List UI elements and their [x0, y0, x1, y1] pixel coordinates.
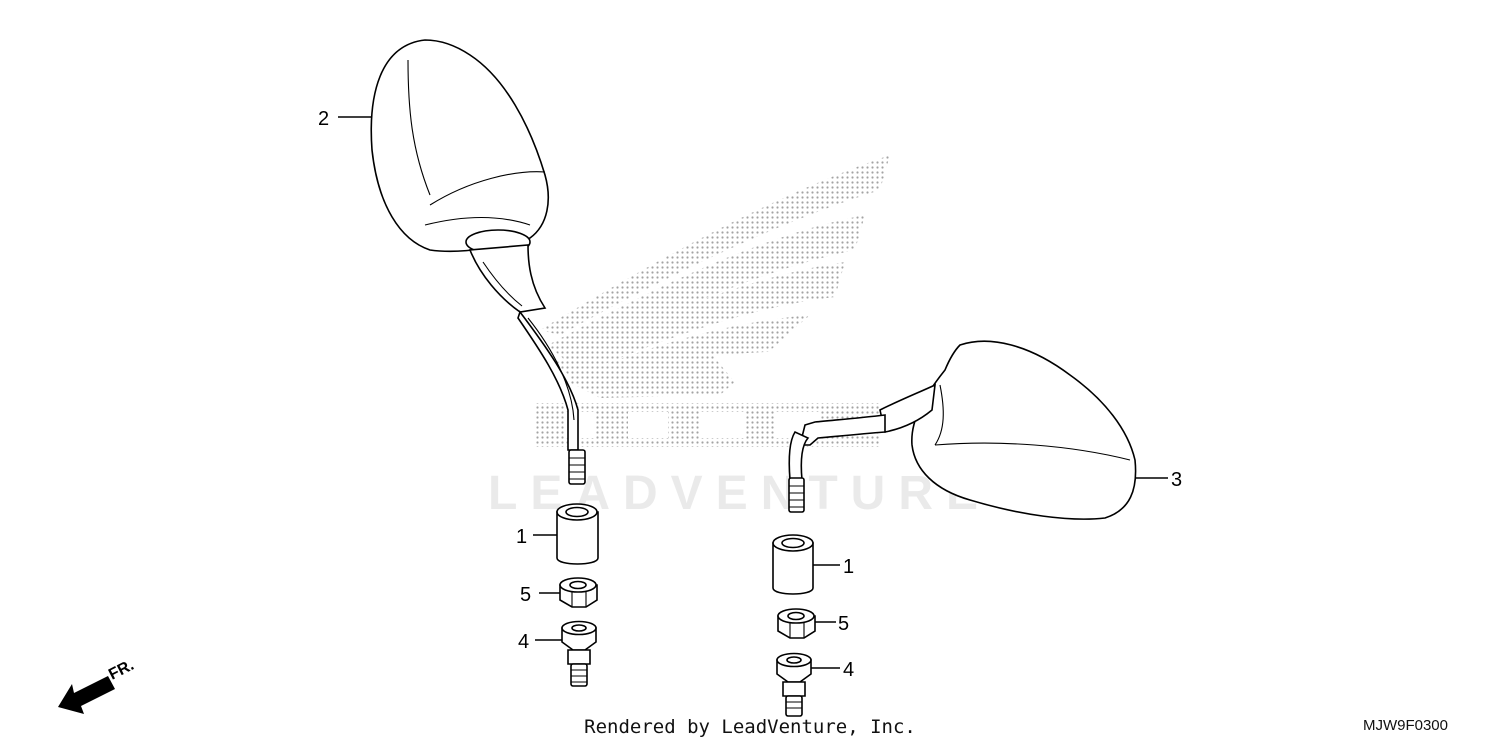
cover-right: [772, 534, 814, 595]
adapter-right: [776, 652, 812, 717]
callout-cover-right[interactable]: 1: [843, 556, 854, 578]
callout-nut-left[interactable]: 5: [520, 584, 531, 606]
nut-right: [777, 608, 816, 639]
adapter-left: [561, 620, 597, 687]
callout-nut-right[interactable]: 5: [838, 613, 849, 635]
callout-mirror-right[interactable]: 3: [1171, 469, 1182, 491]
callout-adapter-right[interactable]: 4: [843, 659, 854, 681]
diagram-code: MJW9F0300: [1362, 717, 1448, 734]
callout-adapter-left[interactable]: 4: [518, 631, 529, 653]
nut-left: [559, 577, 598, 608]
mirror-left: [370, 39, 586, 485]
front-direction-arrow-icon: [58, 676, 115, 714]
mirror-right: [788, 340, 1137, 520]
cover-left: [556, 503, 599, 565]
callout-mirror-left[interactable]: 2: [318, 108, 329, 130]
honda-wing-logo: [535, 155, 890, 447]
front-direction-label: FR.: [106, 657, 137, 684]
callout-cover-left[interactable]: 1: [516, 526, 527, 548]
render-credit: Rendered by LeadVenture, Inc.: [584, 716, 916, 738]
